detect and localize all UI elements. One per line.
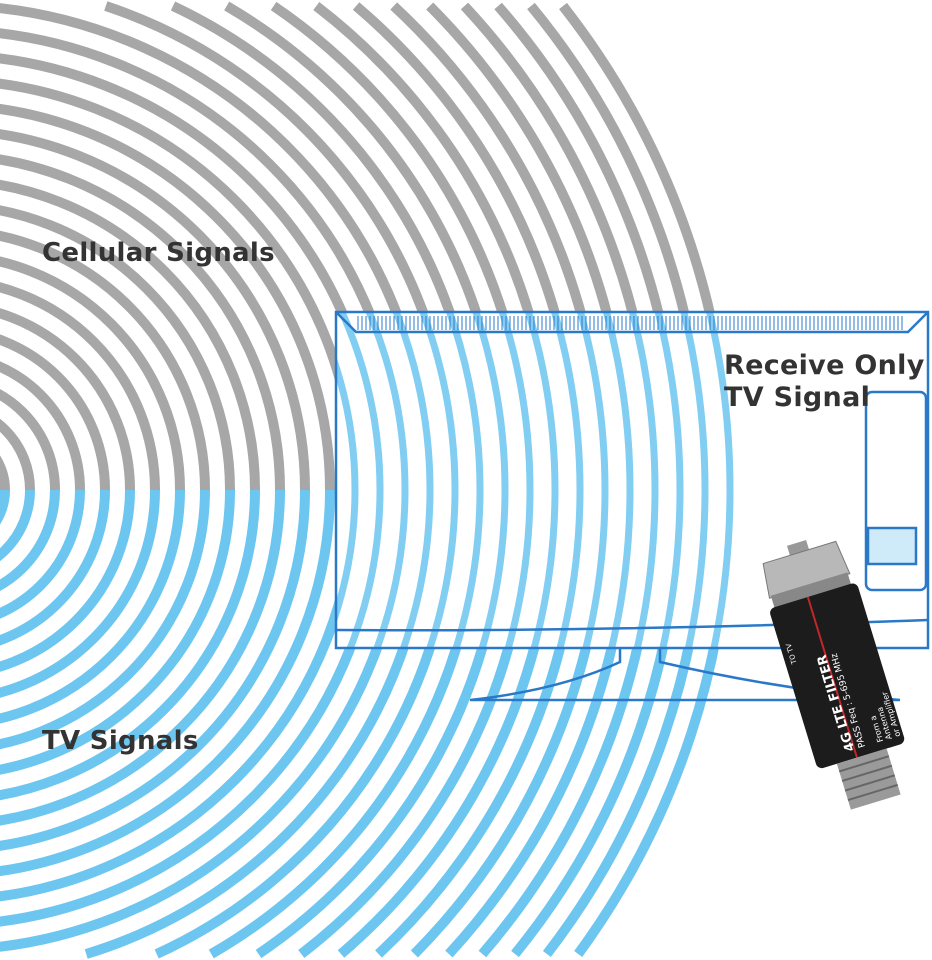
signal-arc [0,489,110,646]
lte-filter-image [762,539,905,810]
signal-arc [478,489,509,647]
signal-arc [0,489,310,851]
signal-arc [603,313,634,491]
signal-arc [633,489,659,647]
signal-arc [0,489,135,672]
signal-arc [452,489,484,647]
signal-arc [400,489,434,647]
signal-arc [0,489,235,775]
signal-arc [0,489,185,724]
signal-arc [0,282,160,491]
signal-arc [654,313,684,491]
signal-arc [556,489,584,647]
signal-arc [446,313,484,491]
tv-signals-label: TV Signals [42,726,199,756]
signal-arc [0,455,10,491]
signal-arc [338,313,384,491]
signal-arc [0,489,260,801]
cellular-signals-label: Cellular Signals [42,238,275,268]
signal-arc [0,489,85,619]
signal-arc [577,313,609,491]
signal-arc [0,103,335,491]
signal-arc [530,489,559,647]
signal-arc [0,489,160,698]
signal-arc [0,361,85,491]
signal-arc [0,334,110,491]
signal-arc [0,205,235,491]
signal-arc [628,313,659,491]
signal-arc [659,489,684,647]
signal-arc [706,313,734,491]
signal-arc [0,154,285,491]
signal-arc [0,489,60,591]
signal-arc [337,358,359,491]
signal-arc [0,489,285,826]
signal-arc [0,489,35,562]
signal-arc [504,489,534,647]
signal-arc [685,489,709,647]
signal-arc [0,418,35,491]
signal-arc [0,489,10,525]
signal-arc [498,313,534,491]
signal-arc [426,489,459,647]
signal-arc [0,489,335,877]
signal-arc [365,313,409,491]
signal-arc [0,129,310,491]
receive-only-label: Receive Only TV Signal [724,350,925,414]
signal-arc [680,313,709,491]
signal-arc [0,256,185,491]
signal-arc [346,489,384,647]
signal-arc [0,389,60,491]
signal-arc [0,230,210,491]
signal-arc [373,489,409,647]
signal-arc [0,308,135,491]
signal-arc [525,313,559,491]
signal-arc [582,489,609,647]
signal-arc [551,313,584,491]
signal-arc [710,489,734,647]
signal-arc [392,313,434,491]
signal-arc [337,489,359,622]
signal-arc [472,313,509,491]
receive-line-2: TV Signal [724,382,871,413]
signal-arc [0,179,260,491]
signal-arc [0,489,210,750]
signal-arc [419,313,459,491]
signal-arc [608,489,634,647]
receive-line-1: Receive Only [724,350,925,381]
